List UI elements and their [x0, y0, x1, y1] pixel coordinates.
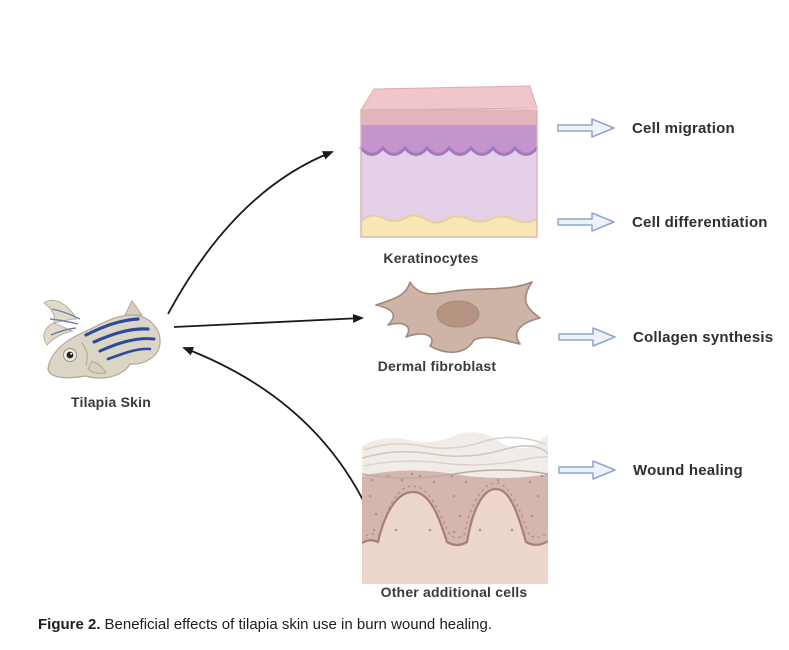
dermal-fibroblast-label: Dermal fibroblast	[377, 358, 497, 374]
keratinocytes-label: Keratinocytes	[383, 250, 479, 266]
figure-caption-text: Beneficial effects of tilapia skin use i…	[104, 616, 492, 633]
block-arrow-icon	[558, 460, 616, 480]
collagen-synthesis-label: Collagen synthesis	[633, 328, 774, 346]
arrow-tilapia-to-fibroblast	[173, 313, 364, 328]
tilapia-fish-illustration	[43, 299, 161, 379]
cell-migration-label: Cell migration	[632, 119, 735, 137]
keratinocytes-illustration	[359, 85, 538, 238]
arrow-othercells-to-tilapia	[182, 347, 367, 507]
outcome-row-cell-migration: Cell migration	[556, 117, 735, 139]
figure-caption-number: Figure 2.	[38, 616, 101, 633]
figure-caption: Figure 2.Beneficial effects of tilapia s…	[38, 614, 758, 635]
tilapia-skin-label: Tilapia Skin	[71, 394, 151, 410]
arrow-tilapia-to-keratinocytes	[167, 151, 334, 315]
outcome-row-wound-healing: Wound healing	[557, 459, 743, 481]
cell-differentiation-label: Cell differentiation	[632, 213, 768, 231]
other-additional-cells-illustration	[362, 432, 548, 584]
block-arrow-icon	[557, 212, 615, 232]
outcome-row-collagen-synthesis: Collagen synthesis	[557, 326, 773, 348]
wound-healing-label: Wound healing	[633, 461, 743, 479]
dermal-fibroblast-illustration	[375, 281, 541, 353]
other-additional-cells-label: Other additional cells	[380, 584, 528, 600]
outcome-row-cell-differentiation: Cell differentiation	[556, 211, 768, 233]
block-arrow-icon	[557, 118, 615, 138]
block-arrow-icon	[558, 327, 616, 347]
